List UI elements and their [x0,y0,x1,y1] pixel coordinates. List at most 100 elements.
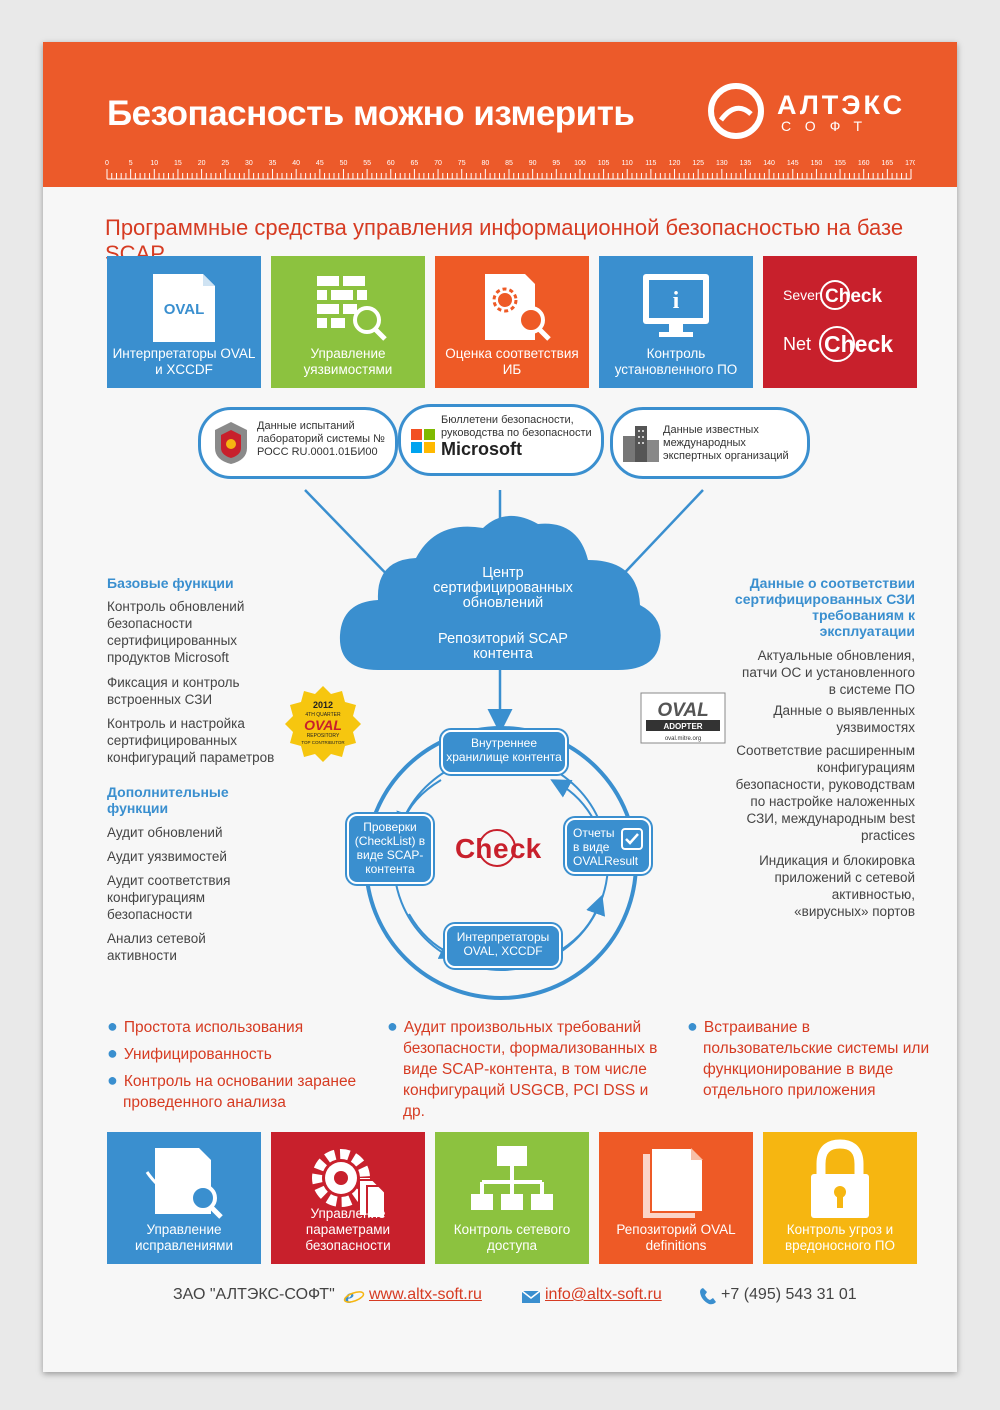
svg-text:e: e [493,833,509,864]
compliance-data-item: Индикация и блокировка приложений с сете… [759,853,915,919]
compliance-data-item: Данные о выявленных уязвимостях [773,703,915,735]
check-logo-part1: Ch [455,833,492,864]
logo-name: АЛТЭКС [777,90,906,120]
ruler-tick-label: 0 [105,160,109,167]
base-functions-heading: Базовые функции [107,575,234,591]
company-logo: АЛТЭКС СОФТ [707,82,937,142]
footer-email-link[interactable]: info@altx-soft.ru [545,1286,662,1303]
cloud-center-title: Центр сертифицированных обновлений [433,565,573,611]
cycle-interpreters: Интерпретаторы OVAL, XCCDF [445,924,561,968]
check-logo-icon: Ch e ck [455,829,542,867]
monitor-icon-text: i [673,288,680,314]
tile-compliance: Оценка соответствия ИБ [435,256,589,388]
tile-threat-control: Контроль угроз и вредоносного ПО [763,1132,917,1264]
adopter-sub: ADOPTER [663,722,702,731]
product-name: Check [825,286,882,307]
tile-label: Контроль установленного ПО [614,346,738,377]
ruler-tick-label: 95 [552,160,560,167]
ruler-tick-label: 45 [316,160,324,167]
tile-oval-interpreters: OVAL Интерпретаторы OVAL и XCCDF [107,256,261,388]
bullet-item: ●Контроль на основании заранее проведенн… [107,1070,357,1111]
padlock-icon [811,1139,869,1218]
source-microsoft: Бюллетени безопасности, руководства по б… [398,404,604,476]
tile-label: Контроль угроз и вредоносного ПО [784,1222,896,1253]
extra-function-item: Аудит соответствия конфигурациям безопас… [107,873,231,922]
ruler-tick-label: 105 [598,160,610,167]
source-text: Данные известных международных экспертны… [663,424,789,462]
ruler-tick-label: 125 [692,160,704,167]
monitor-info-icon: i [643,274,709,337]
ruler-tick-label: 135 [740,160,752,167]
check-center-logo: Ch e ck [453,824,553,874]
tile-vulnerabilities: Управление уязвимостями [271,256,425,388]
ruler-tick-label: 165 [882,160,894,167]
compliance-data-item: Соответствие расширенным конфигурациям б… [735,743,915,843]
document-magnifier-icon [145,1148,223,1219]
base-function-item: Фиксация и контроль встроенных СЗИ [107,675,240,707]
browser-e-icon: e [343,1286,365,1306]
source-expert-orgs: Данные известных международных экспертны… [610,407,810,479]
wall-magnifier-icon [317,276,387,341]
oval-top-contributor-badge: 2012 4TH QUARTER OVAL REPOSITORY TOP CON… [285,686,361,762]
buildings-icon [623,426,659,462]
extra-functions-heading: Дополнительные функции [107,784,229,816]
tile-label: Репозиторий OVAL definitions [616,1222,736,1253]
extra-function-item: Аудит уязвимостей [107,849,227,864]
network-tree-icon [471,1146,553,1210]
ruler-tick-label: 170 [905,160,915,167]
ruler-tick-label: 115 [645,160,656,167]
microsoft-brand: Microsoft [441,439,522,459]
tile-oval-repository: Репозиторий OVAL definitions [599,1132,753,1264]
badge-quarter: 4TH QUARTER [305,712,341,718]
ruler-tick-label: 70 [434,160,442,167]
ruler-tick-label: 155 [834,160,846,167]
microsoft-logo-icon [411,429,435,453]
tile-label: Управление параметрами безопасности [305,1206,391,1253]
footer-website-link[interactable]: www.altx-soft.ru [369,1286,482,1303]
ruler-tick-label: 110 [622,160,633,167]
poster-title: Безопасность можно измерить [107,94,635,133]
product-name: Check [824,331,893,357]
extra-function-item: Аудит обновлений [107,825,223,840]
oval-document-icon: OVAL [153,274,215,342]
ruler-tick-label: 160 [858,160,870,167]
cycle-internal-storage: Внутреннее хранилище контента [441,730,567,774]
badge-contrib: TOP CONTRIBUTOR [301,740,345,745]
ruler-tick-label: 20 [198,160,206,167]
bullet-col-3: ●Встраивание в пользовательские системы … [687,1016,943,1101]
base-function-item: Контроль обновлений безопасности сертифи… [107,599,245,665]
tile-label: Контроль сетевого доступа [453,1222,571,1253]
ruler-tick-label: 150 [811,160,823,167]
gear-files-icon [312,1149,386,1219]
oval-adopter-badge: OVAL ADOPTER oval.mitre.org [640,692,726,744]
poster: Безопасность можно измерить АЛТЭКС СОФТ … [43,42,957,1372]
logo-subtitle: СОФТ [781,118,877,134]
ruler-tick-label: 35 [269,160,277,167]
bullet-col-1: ●Простота использования ●Унифицированнос… [107,1016,377,1113]
footer: ЗАО "АЛТЭКС-СОФТ" e www.altx-soft.ru inf… [43,1284,957,1314]
ruler-tick-label: 145 [787,160,799,167]
ruler-tick-label: 55 [363,160,371,167]
badge-repo: REPOSITORY [307,733,340,739]
ruler-tick-label: 140 [763,160,775,167]
cloud-shape [339,515,661,670]
cycle-checklist: Проверки (CheckList) в виде SCAP-контент… [347,814,433,884]
tile-label: Оценка соответствия ИБ [445,346,579,377]
tile-patch-management: Управление исправлениями [107,1132,261,1264]
ruler-tick-label: 5 [129,160,133,167]
header-banner: Безопасность можно измерить АЛТЭКС СОФТ … [43,42,957,187]
cycle-reports: Отчеты в виде OVALResult [565,818,651,874]
svg-text:e: e [345,1286,354,1306]
ruler-tick-label: 50 [340,160,348,167]
product-prefix: Seven [783,287,823,303]
source-text: Бюллетени безопасности, руководства по б… [441,414,592,439]
ruler-tick-label: 60 [387,160,395,167]
tile-label: Интерпретаторы OVAL и XCCDF [112,346,256,377]
footer-phone: +7 (495) 543 31 01 [721,1286,857,1303]
oval-icon-text: OVAL [164,301,205,318]
tile-network-access: Контроль сетевого доступа [435,1132,589,1264]
checkbox-icon [621,828,643,850]
ruler-tick-label: 85 [505,160,513,167]
bullet-item: ●Унифицированность [107,1043,272,1063]
